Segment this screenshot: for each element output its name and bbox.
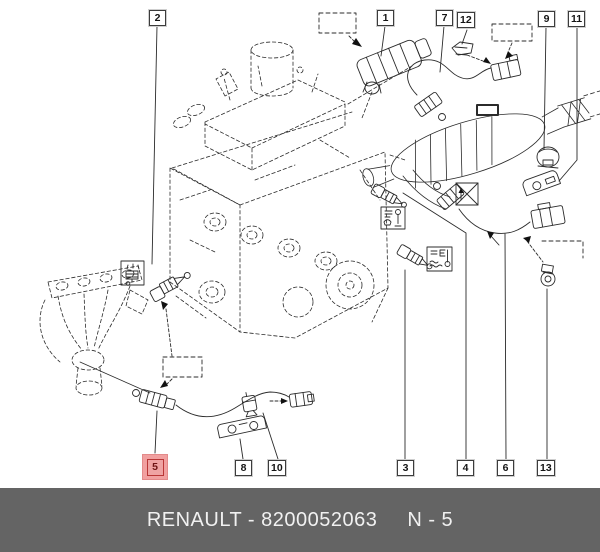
harness-cable-5 [176,392,289,417]
callout-6[interactable]: 6 [496,459,515,477]
dashed-box-lower-left [163,357,202,377]
bracket-8 [217,415,267,438]
callout-5-selected[interactable]: 5 [142,454,168,480]
key-level-pictogram-icon [381,207,405,229]
connector-7 [489,54,521,80]
footer-page-ref: N - 5 [407,508,454,531]
sensor-cable-7 [408,60,491,95]
clip-13 [541,264,555,286]
oxygen-sensor-lower [434,183,566,234]
clip-12 [452,42,473,55]
connector-5 [289,391,315,407]
dashed-box-top-left [319,13,356,33]
dashed-box-corner-right [542,241,583,258]
callout-9[interactable]: 9 [537,10,556,28]
dashed-box-top-right [492,24,532,41]
grommet-9 [537,147,559,168]
pointer-arrows [160,36,543,404]
callout-3[interactable]: 3 [396,459,415,477]
oxygen-sensor-7 [408,54,522,120]
callout-13[interactable]: 13 [536,459,556,477]
footer-caption-bar: RENAULT - 8200052063 N - 5 [0,488,600,552]
callout-10[interactable]: 10 [267,459,287,477]
coolant-temperature-pictogram-icon [427,247,452,271]
footer-part-caption: RENAULT - 8200052063 [146,508,378,531]
engine-block-drawing [170,42,412,338]
sensor-cable-lower [459,209,530,233]
map-sensor-1 [355,34,434,94]
callout-2[interactable]: 2 [148,9,167,27]
cable-clip-10 [241,391,258,417]
crossed-out-box-icon [456,183,478,205]
callout-8[interactable]: 8 [234,459,253,477]
sensor-3 [396,244,434,272]
piston-spark-pictogram-icon [121,261,144,285]
connector-lower [530,200,566,228]
callout-5-number: 5 [146,458,164,476]
callout-leader-lines [152,26,577,459]
oxygen-sensor-5 [133,389,315,438]
sensor-2 [148,269,193,302]
callout-12[interactable]: 12 [456,11,476,29]
exhaust-manifold-drawing [40,266,148,395]
bracket-11 [522,169,561,195]
dashed-reference-boxes [163,13,583,377]
manifold-sensor-pointer-line [80,362,150,393]
callout-1[interactable]: 1 [376,9,395,27]
diagram-canvas [0,0,600,488]
callout-11[interactable]: 11 [566,10,587,28]
blank-reference-box-icon [477,105,498,115]
callout-4[interactable]: 4 [456,459,475,477]
callout-7[interactable]: 7 [435,9,454,27]
